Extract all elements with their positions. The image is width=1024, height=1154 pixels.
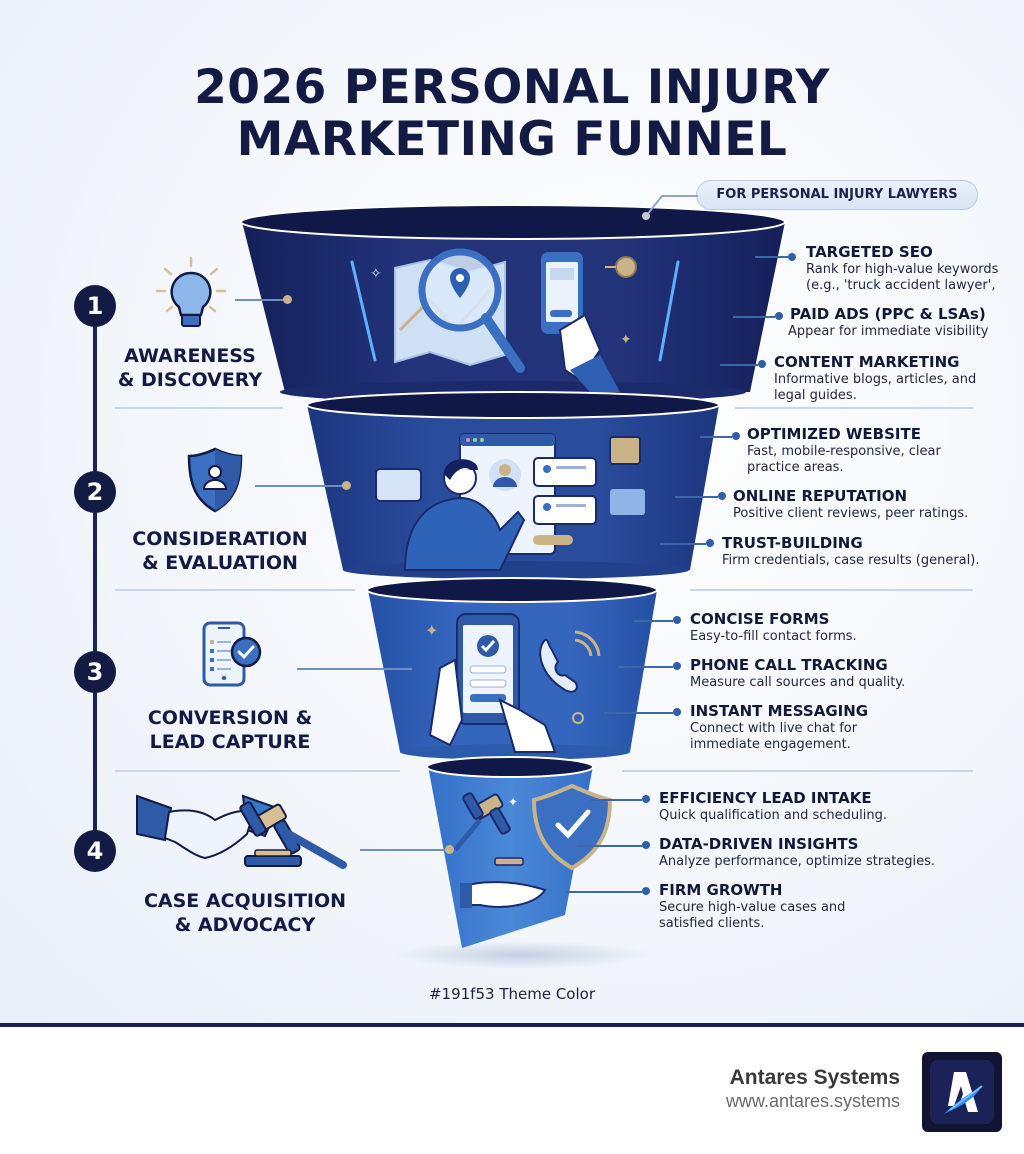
- item-dot: [673, 616, 681, 624]
- item-concise-forms: CONCISE FORMS Easy-to-fill contact forms…: [690, 610, 857, 644]
- antares-logo-icon: [944, 1072, 983, 1114]
- item-dot: [673, 708, 681, 716]
- funnel-graphic: ✧ ✦: [240, 204, 786, 969]
- badge-leader-line: [642, 195, 698, 220]
- stage-3-divider-right: [622, 770, 973, 772]
- item-leader: [618, 666, 673, 668]
- item-leader: [720, 364, 758, 366]
- item-data-driven-insights: DATA-DRIVEN INSIGHTS Analyze performance…: [659, 835, 936, 869]
- item-paid-ads: PAID ADS (PPC & LSAs) Appear for immedia…: [788, 305, 989, 339]
- infographic: 2026 PERSONAL INJURY MARKETING FUNNEL: [0, 0, 1024, 1025]
- item-dot: [758, 360, 766, 368]
- item-leader: [733, 316, 775, 318]
- title-line-2: MARKETING FUNNEL: [236, 112, 788, 167]
- item-dot: [642, 841, 650, 849]
- stage-2-leader: [255, 485, 345, 487]
- item-leader: [700, 436, 732, 438]
- item-targeted-seo: TARGETED SEO Rank for high-value keyword…: [806, 243, 999, 293]
- theme-color-bar: [0, 1023, 1024, 1027]
- footer: [0, 1027, 1024, 1154]
- theme-color-caption: #191f53 Theme Color: [428, 985, 595, 1003]
- item-instant-messaging: INSTANT MESSAGING Connect with live chat…: [690, 702, 869, 752]
- shield-user-icon: [187, 447, 243, 513]
- step-number-4: 4: [74, 830, 116, 872]
- item-dot: [706, 539, 714, 547]
- item-dot: [673, 662, 681, 670]
- item-optimized-website: OPTIMIZED WEBSITE Fast, mobile-responsiv…: [747, 425, 941, 475]
- svg-text:✦: ✦: [425, 621, 438, 640]
- brand-name: Antares Systems: [729, 1066, 900, 1089]
- brand-logo: [922, 1052, 1002, 1132]
- stage-2-divider-left: [115, 589, 355, 591]
- item-online-reputation: ONLINE REPUTATION Positive client review…: [733, 487, 969, 521]
- item-leader: [590, 799, 642, 801]
- svg-text:✦: ✦: [508, 795, 518, 809]
- funnel-stage-1: ✧ ✦: [240, 204, 786, 403]
- item-dot: [732, 432, 740, 440]
- item-leader: [604, 712, 673, 714]
- item-dot: [642, 887, 650, 895]
- item-dot: [642, 795, 650, 803]
- item-dot: [718, 492, 726, 500]
- item-leader: [566, 891, 642, 893]
- timeline-line: [93, 305, 97, 850]
- stage-2-leader-dot: [342, 481, 351, 490]
- stage-3-label: CONVERSION & LEAD CAPTURE: [147, 707, 313, 753]
- stage-4-leader-dot: [445, 845, 454, 854]
- item-phone-call-tracking: PHONE CALL TRACKING Measure call sources…: [690, 656, 906, 690]
- page-title: 2026 PERSONAL INJURY MARKETING FUNNEL: [0, 62, 1024, 166]
- stage-3-divider-left: [115, 770, 400, 772]
- stage-1-divider-right: [735, 407, 973, 409]
- stage-1-divider-left: [115, 407, 283, 409]
- stage-3-leader: [297, 668, 412, 670]
- item-trust-building: TRUST-BUILDING Firm credentials, case re…: [722, 534, 980, 568]
- item-firm-growth: FIRM GROWTH Secure high-value cases and …: [659, 881, 846, 931]
- audience-badge: FOR PERSONAL INJURY LAWYERS: [696, 180, 978, 210]
- brand-url[interactable]: www.antares.systems: [725, 1091, 900, 1111]
- stage-4-leader: [360, 849, 448, 851]
- item-dot: [788, 253, 796, 261]
- stage-2-label: CONSIDERATION & EVALUATION: [132, 528, 308, 574]
- stage-4-label: CASE ACQUISITION & ADVOCACY: [143, 890, 347, 936]
- stage-1-leader: [235, 299, 285, 301]
- step-number-2: 2: [74, 471, 116, 513]
- item-leader: [660, 543, 706, 545]
- item-efficiency-lead-intake: EFFICIENCY LEAD INTAKE Quick qualificati…: [659, 789, 887, 823]
- title-line-1: 2026 PERSONAL INJURY: [194, 60, 830, 115]
- svg-text:✧: ✧: [370, 266, 382, 282]
- stage-1-label: AWARENESS & DISCOVERY: [117, 345, 263, 391]
- step-number-3: 3: [74, 651, 116, 693]
- lightbulb-icon: [155, 256, 227, 327]
- item-leader: [675, 496, 718, 498]
- stage-2-divider-right: [690, 589, 973, 591]
- funnel-stage-2: [306, 391, 720, 579]
- item-leader: [633, 620, 673, 622]
- item-content-marketing: CONTENT MARKETING Informative blogs, art…: [774, 353, 977, 403]
- funnel-stage-4: ✦: [426, 756, 613, 948]
- item-dot: [775, 312, 783, 320]
- stage-1-leader-dot: [283, 295, 292, 304]
- item-leader: [755, 256, 788, 258]
- step-number-1: 1: [74, 285, 116, 327]
- funnel-stage-3: ✦: [366, 577, 658, 760]
- handshake-gavel-icon: [136, 794, 347, 869]
- item-leader: [577, 845, 642, 847]
- svg-text:✦: ✦: [620, 332, 632, 348]
- brand-logo-inner: [930, 1060, 994, 1124]
- phone-check-icon: [202, 621, 262, 687]
